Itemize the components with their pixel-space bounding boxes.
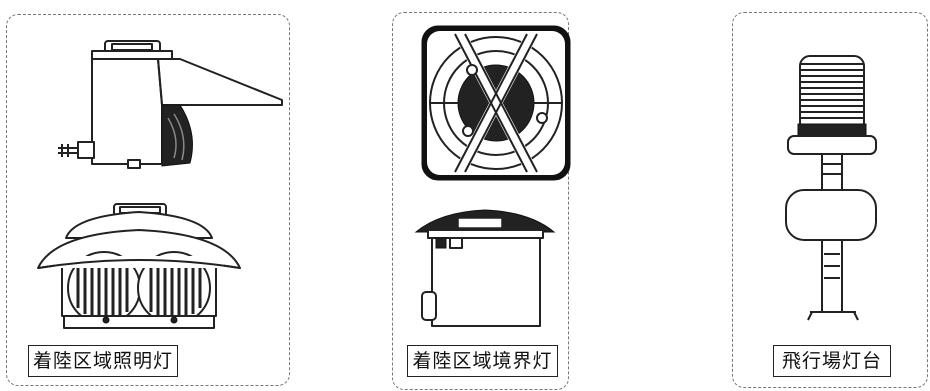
boundary-light-top-view-drawing: [421, 25, 571, 181]
floodlight-label: 着陸区域照明灯: [28, 345, 178, 377]
boundary-light-label: 着陸区域境界灯: [407, 345, 558, 377]
floodlight-side-view-drawing: [58, 40, 283, 169]
aerodrome-beacon-label: 飛行場灯台: [773, 345, 891, 377]
boundary-light-side-view-drawing: [414, 209, 556, 327]
aerodrome-beacon-drawing: [785, 55, 877, 321]
panel-aerodrome-beacon: [732, 12, 928, 388]
panel-landing-area-floodlight: [6, 14, 290, 386]
panel-landing-area-boundary-light: [392, 12, 569, 390]
floodlight-front-view-drawing: [37, 203, 241, 329]
